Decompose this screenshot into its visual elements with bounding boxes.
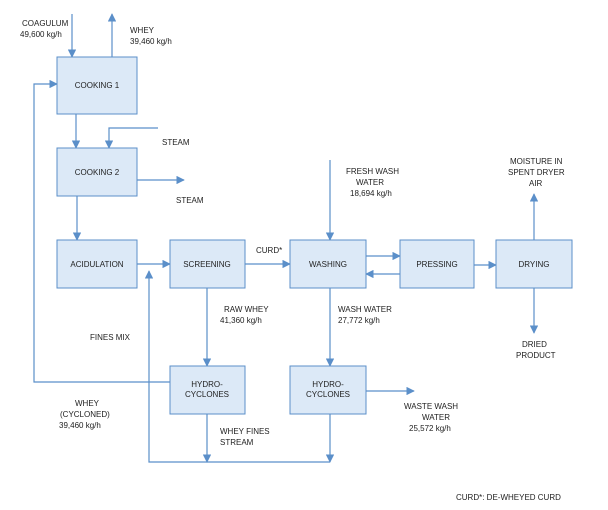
node-pressing xyxy=(399,239,475,289)
node-acidulation xyxy=(56,239,138,289)
label-steam-out: STEAM xyxy=(176,196,204,205)
node-screening xyxy=(169,239,246,289)
node-label-cooking2: COOKING 2 xyxy=(75,168,120,177)
node-labels: COOKING 1 COOKING 2 ACIDULATION SCREENIN… xyxy=(70,81,549,399)
footnote-curd-definition: CURD*: DE-WHEYED CURD xyxy=(456,493,561,502)
node-hydro1 xyxy=(169,365,246,415)
node-label-washing: WASHING xyxy=(309,260,347,269)
node-cooking1 xyxy=(56,56,138,115)
edge-fines-mix-return-to-screening xyxy=(144,270,330,463)
node-washing xyxy=(289,239,367,289)
node-label-cooking1: COOKING 1 xyxy=(75,81,120,90)
node-drying xyxy=(495,239,573,289)
node-label-pressing: PRESSING xyxy=(416,260,457,269)
edge-steam-in-to-cooking2 xyxy=(104,127,158,149)
node-hydro2 xyxy=(289,365,367,415)
node-label-hydro2: HYDRO-CYCLONES xyxy=(306,380,350,399)
label-whey-cycloned: WHEY(CYCLONED)39,460 kg/h xyxy=(59,399,110,430)
edge-hydro1-whey-recycle-to-cooking1 xyxy=(33,79,170,383)
label-fines-mix: FINES MIX xyxy=(90,333,131,342)
label-steam-in: STEAM xyxy=(162,138,190,147)
node-cooking2 xyxy=(56,147,138,197)
node-label-hydro1: HYDRO-CYCLONES xyxy=(185,380,229,399)
node-label-drying: DRYING xyxy=(519,260,550,269)
edges xyxy=(33,13,539,463)
label-curd: CURD* xyxy=(256,246,282,255)
node-label-screening: SCREENING xyxy=(183,260,231,269)
node-label-acidulation: ACIDULATION xyxy=(70,260,123,269)
nodes xyxy=(56,56,573,415)
